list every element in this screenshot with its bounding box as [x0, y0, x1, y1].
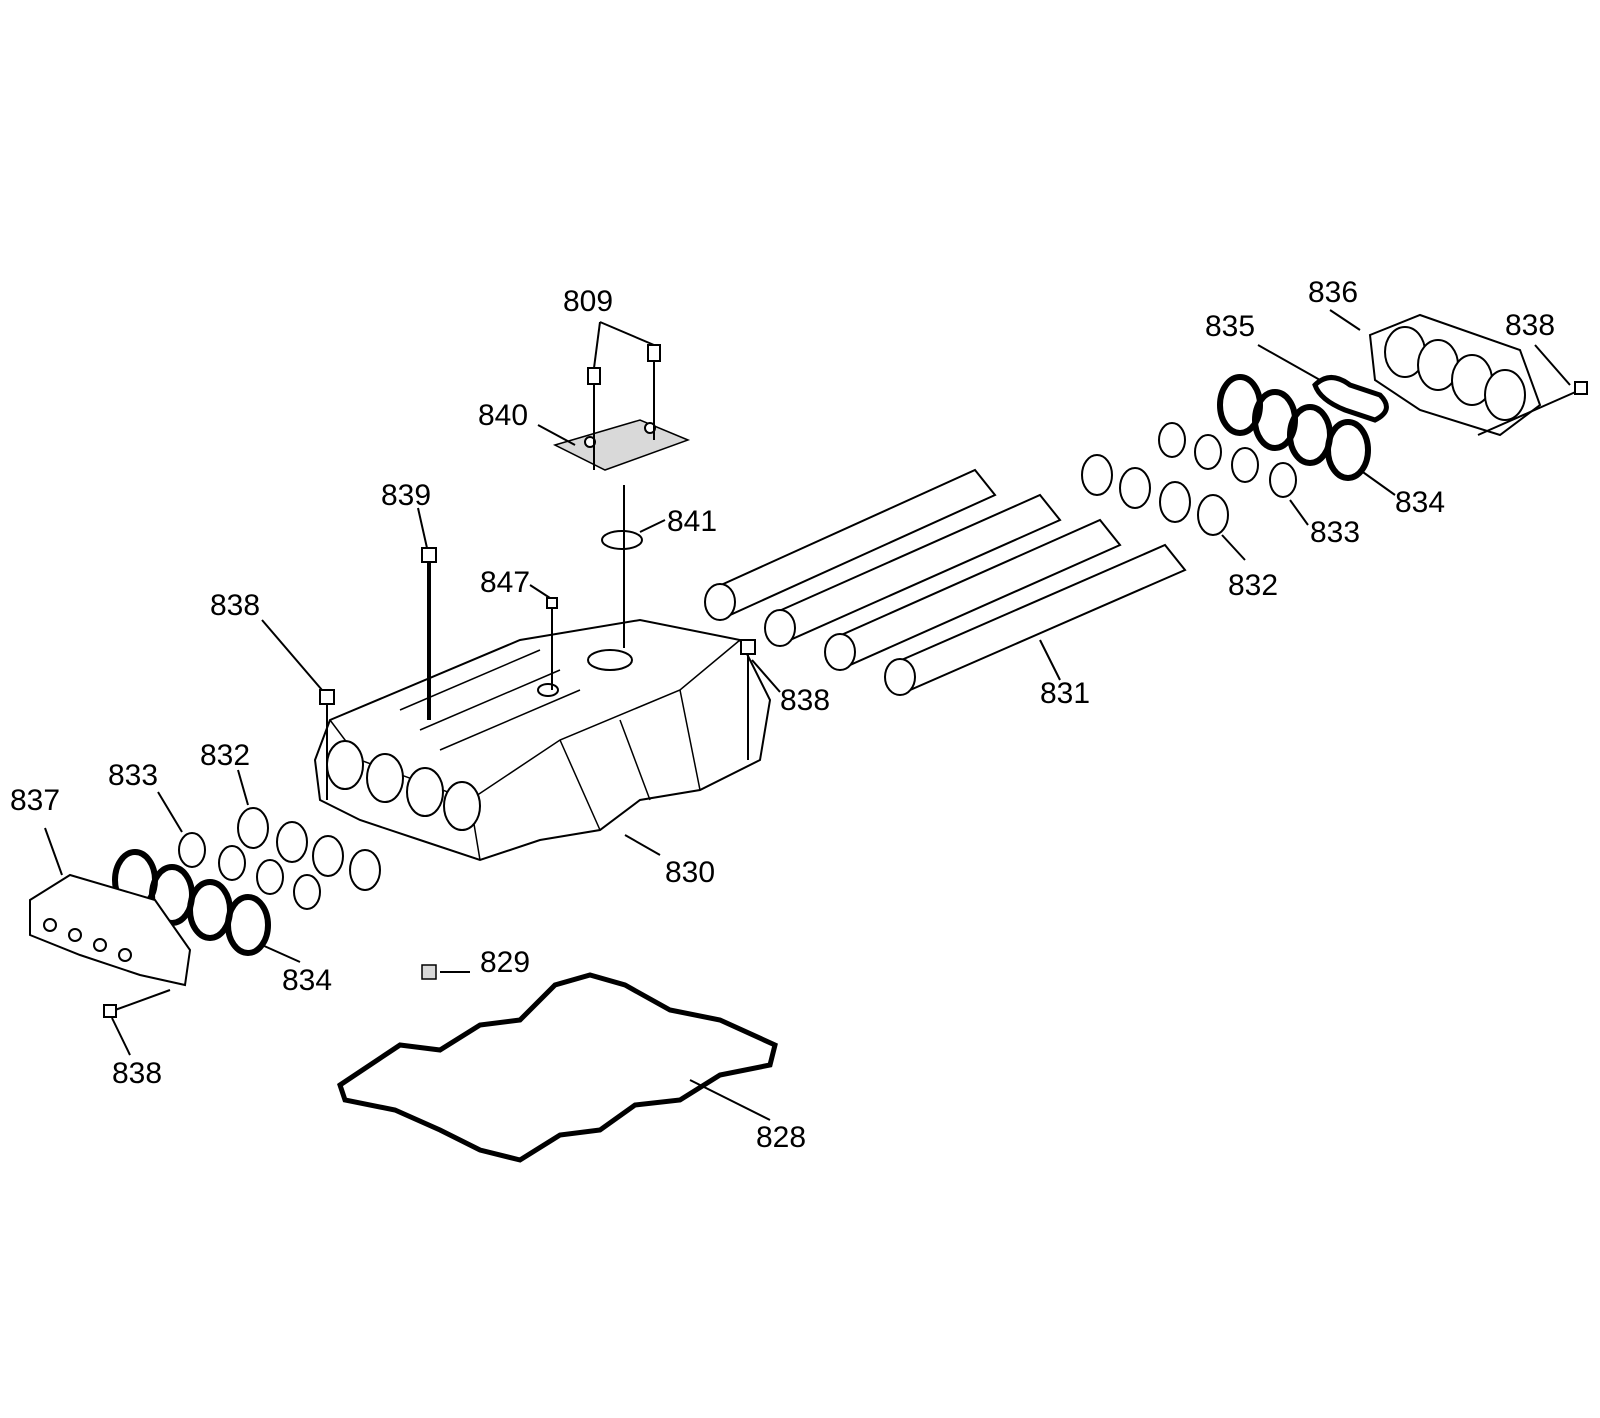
callout-828: 828: [756, 1121, 806, 1154]
callout-833-right: 833: [1310, 516, 1360, 549]
callout-847: 847: [480, 566, 530, 599]
callout-831: 831: [1040, 677, 1090, 710]
callout-839: 839: [381, 479, 431, 512]
callout-838-right: 838: [1505, 309, 1555, 342]
callout-838-mid: 838: [780, 684, 830, 717]
part-831-tubes: [704, 468, 1187, 696]
part-837-adapter-housing: [29, 873, 192, 987]
part-829-plug: [421, 964, 437, 980]
callout-835: 835: [1205, 310, 1255, 343]
callout-833-left: 833: [108, 759, 158, 792]
part-809-bolts: [587, 344, 661, 470]
part-830-lower-intake-manifold: [313, 618, 772, 862]
callout-labels: 809 840 841 839 847 838 838 838 838 836 …: [10, 276, 1555, 1154]
callout-838-lower: 838: [112, 1057, 162, 1090]
callout-841: 841: [667, 505, 717, 538]
part-836-adapter-plate: [1368, 313, 1542, 437]
part-838-bolts-manifold: [319, 639, 756, 800]
part-835-small-gasket: [1312, 375, 1389, 423]
leader-lines: [44, 309, 1571, 1121]
callout-836: 836: [1308, 276, 1358, 309]
callout-840: 840: [478, 399, 528, 432]
part-838-bolt-right: [1477, 381, 1588, 436]
part-838-bolt-lower-left: [103, 989, 171, 1018]
callout-829: 829: [480, 946, 530, 979]
callout-838-left: 838: [210, 589, 260, 622]
part-839-long-bolt: [421, 547, 437, 720]
part-828-manifold-gasket: [337, 972, 778, 1163]
part-841-o-ring: [601, 485, 643, 648]
callout-830: 830: [665, 856, 715, 889]
part-rings-right: [1081, 374, 1371, 536]
callout-834-left: 834: [282, 964, 332, 997]
callout-832-left: 832: [200, 739, 250, 772]
callout-837: 837: [10, 784, 60, 817]
part-847-stud: [546, 597, 558, 690]
callout-809: 809: [563, 285, 613, 318]
callout-832-right: 832: [1228, 569, 1278, 602]
callout-834-right: 834: [1395, 486, 1445, 519]
